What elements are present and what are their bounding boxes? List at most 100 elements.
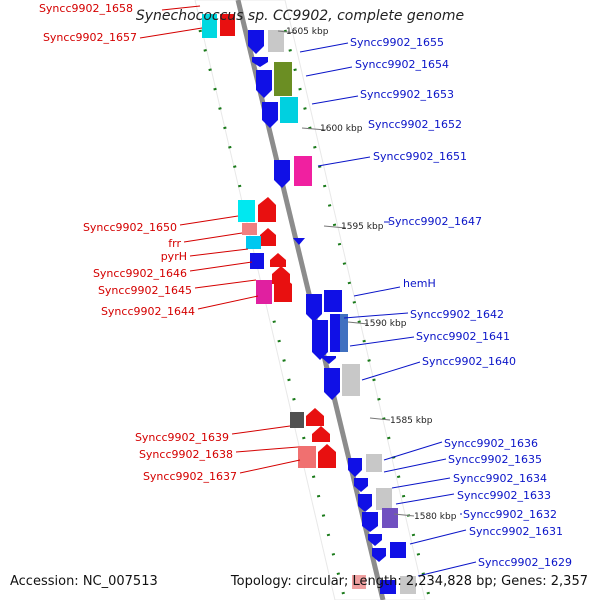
gene-arrow[interactable] [274,277,292,302]
gene-label[interactable]: Syncc9902_1642 [410,308,504,321]
gene-arrow[interactable] [306,408,324,426]
label-leader [349,336,415,347]
gene-arrow[interactable] [368,534,382,546]
feature-block[interactable] [376,488,392,510]
feature-block[interactable] [380,580,396,594]
forward-feature-group [248,30,416,594]
feature-block[interactable] [238,200,255,222]
gene-label[interactable]: Syncc9902_1633 [457,489,551,502]
gene-arrow[interactable] [258,197,276,222]
label-leader [409,529,467,545]
feature-block[interactable] [220,14,235,36]
tick-mark [323,225,347,229]
gene-label[interactable]: frr [168,237,181,250]
gene-arrow[interactable] [270,253,286,267]
gene-label[interactable]: Syncc9902_1634 [453,472,547,485]
feature-block[interactable] [340,314,348,352]
label-leader [231,425,291,435]
gene-arrow[interactable] [293,238,305,245]
feature-block[interactable] [246,236,261,249]
gene-label[interactable]: Syncc9902_1654 [355,58,449,71]
tick-mark [369,417,391,421]
gene-label[interactable]: Syncc9902_1658 [39,2,133,15]
reverse-feature-group [202,14,366,589]
gene-label[interactable]: Syncc9902_1647 [388,215,482,228]
gene-arrow[interactable] [312,320,328,360]
gene-arrow[interactable] [318,444,336,468]
accession-text: Accession: NC_007513 [10,574,158,589]
feature-block[interactable] [382,508,398,528]
gene-label[interactable]: Syncc9902_1650 [83,221,177,234]
gene-arrow[interactable] [372,548,386,562]
feature-block[interactable] [352,575,366,589]
gene-arrow[interactable] [274,160,290,188]
gene-label[interactable]: Syncc9902_1652 [368,118,462,131]
feature-block[interactable] [294,156,312,186]
gene-label[interactable]: Syncc9902_1636 [444,437,538,450]
gene-arrow[interactable] [312,426,330,442]
label-leader [353,286,401,297]
label-leader [311,95,359,105]
tick-label: 1580 kbp [414,512,457,522]
feature-block[interactable] [242,223,257,235]
gene-label[interactable]: Syncc9902_1631 [469,525,563,538]
gene-arrow[interactable] [252,57,268,67]
gene-arrow[interactable] [260,228,276,246]
feature-block[interactable] [400,576,416,594]
label-leader [417,561,477,577]
gene-label[interactable]: Syncc9902_1638 [139,448,233,461]
gene-label[interactable]: pyrH [161,250,187,263]
tick-label: 1600 kbp [320,124,363,134]
gene-arrow[interactable] [248,30,264,54]
label-leader [189,261,253,272]
feature-block[interactable] [324,290,342,312]
feature-block[interactable] [330,314,340,352]
feature-block[interactable] [298,446,316,468]
gene-arrow[interactable] [262,102,278,128]
gene-arrow[interactable] [362,512,378,532]
feature-block[interactable] [274,62,292,96]
feature-block[interactable] [202,14,217,38]
gene-label[interactable]: Syncc9902_1644 [101,305,195,318]
gene-arrow[interactable] [358,494,372,512]
feature-block[interactable] [256,280,272,304]
gene-label[interactable]: Syncc9902_1640 [422,355,516,368]
gene-label[interactable]: Syncc9902_1651 [373,150,467,163]
gene-label[interactable]: Syncc9902_1645 [98,284,192,297]
gene-label[interactable]: Syncc9902_1639 [135,431,229,444]
label-leader [161,5,201,11]
feature-block[interactable] [342,364,360,396]
gene-label[interactable]: Syncc9902_1646 [93,267,187,280]
label-leader [299,42,349,53]
gene-arrow[interactable] [256,70,272,98]
gene-arrow[interactable] [354,478,368,492]
tick-label: 1595 kbp [341,222,384,232]
gene-label[interactable]: Syncc9902_1629 [478,556,572,569]
gene-arrow[interactable] [322,356,336,364]
feature-block[interactable] [290,412,304,428]
feature-block[interactable] [390,542,406,558]
tick-label: 1590 kbp [364,319,407,329]
feature-block[interactable] [268,30,284,52]
feature-block[interactable] [250,253,264,269]
label-leader [395,493,455,505]
gene-label[interactable]: Syncc9902_1655 [350,36,444,49]
gene-label[interactable]: Syncc9902_1632 [463,508,557,521]
genome-summary-text: Topology: circular; Length: 2,234,828 bp… [230,574,588,589]
feature-block[interactable] [280,97,298,123]
feature-block[interactable] [366,454,382,472]
label-leader [194,279,257,289]
gene-label[interactable]: Syncc9902_1657 [43,31,137,44]
gene-arrow[interactable] [306,294,322,322]
gene-arrow[interactable] [324,368,340,400]
gene-label[interactable]: Syncc9902_1653 [360,88,454,101]
gene-label[interactable]: Syncc9902_1635 [448,453,542,466]
gene-label[interactable]: hemH [403,277,436,290]
tick-label: 1585 kbp [390,416,433,426]
gene-arrow[interactable] [348,458,362,477]
tick-mark [347,321,369,325]
gene-label[interactable]: Syncc9902_1637 [143,470,237,483]
gene-label[interactable]: Syncc9902_1641 [416,330,510,343]
label-leader [305,66,353,77]
